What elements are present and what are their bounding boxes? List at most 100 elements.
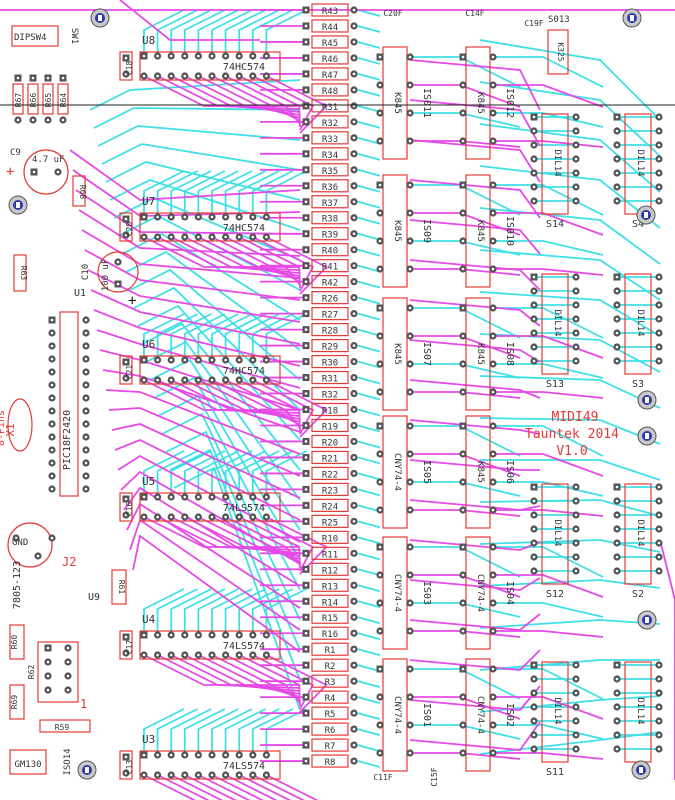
pad-drill — [169, 753, 173, 757]
bottom-trace — [493, 425, 604, 457]
pad-drill — [461, 508, 465, 512]
silk-outline — [139, 212, 281, 242]
top-trace — [493, 574, 604, 598]
top-trace — [409, 577, 541, 591]
resistor-label: R10 — [322, 534, 338, 544]
pad-drill — [224, 753, 227, 757]
pad-drill — [461, 267, 465, 271]
pad-drill — [408, 667, 412, 671]
bottom-trace — [357, 57, 381, 65]
bottom-trace — [93, 107, 301, 129]
silk-outline — [311, 562, 349, 576]
bottom-trace — [211, 708, 253, 755]
pad-drill — [574, 527, 578, 531]
pad-drill — [408, 480, 412, 484]
pad-drill — [197, 358, 200, 362]
top-trace — [132, 534, 301, 653]
pad-drill — [156, 773, 159, 777]
pad-drill — [84, 435, 88, 439]
pad-drill — [352, 120, 356, 124]
pad-drill — [116, 260, 120, 264]
pad-drill — [615, 143, 619, 147]
pad-drill — [461, 545, 465, 549]
silk-outline — [311, 179, 349, 193]
pad-drill — [352, 72, 356, 76]
silk-outline — [311, 498, 349, 512]
bottom-trace — [357, 712, 381, 720]
pad-drill — [84, 461, 88, 465]
pad-drill — [532, 747, 536, 751]
pad-drill — [615, 185, 619, 189]
silk-outline — [311, 594, 349, 608]
bottom-trace — [125, 250, 301, 351]
bottom-trace — [357, 280, 381, 289]
silk-outline — [37, 641, 79, 703]
crystal-label: 8-Pins — [0, 410, 7, 446]
pad-drill — [50, 331, 54, 335]
chip-part: 74LS574 — [223, 503, 265, 514]
bottom-trace — [357, 552, 381, 561]
pad-drill — [352, 328, 356, 331]
top-trace — [117, 454, 301, 543]
resistor-label: R31 — [322, 375, 338, 385]
pad-drill — [657, 185, 661, 189]
pad-drill — [197, 653, 200, 657]
resistor-label: R67 — [14, 93, 23, 108]
pad-drill — [197, 378, 200, 382]
resistor-label: R48 — [322, 87, 338, 97]
resistor-label: R30 — [322, 359, 338, 369]
top-chip-ref: S013 — [548, 15, 570, 25]
top-trace — [170, 75, 301, 113]
pad-drill — [352, 392, 356, 395]
pad-drill — [156, 54, 159, 58]
pad-drill — [461, 111, 465, 115]
pad-drill — [304, 536, 308, 539]
top-trace — [225, 75, 301, 125]
pad-drill — [352, 408, 356, 411]
silk-outline — [119, 51, 133, 81]
cap-label: C10 — [81, 264, 91, 280]
pad-drill — [251, 74, 255, 78]
bottom-trace — [357, 616, 381, 625]
pad-drill — [304, 663, 308, 667]
top-trace — [238, 236, 301, 289]
resistor-label: R69 — [10, 695, 19, 710]
pad-drill — [461, 183, 465, 187]
pad-drill — [124, 233, 128, 237]
silk-outline — [311, 354, 349, 369]
pad-drill — [378, 83, 382, 87]
pad-drill — [574, 171, 578, 175]
bottom-trace — [357, 584, 381, 593]
pad-drill — [265, 235, 268, 239]
pad-drill — [265, 633, 268, 637]
bottom-trace — [479, 123, 661, 193]
pad-drill — [251, 378, 255, 382]
bottom-trace — [493, 184, 604, 216]
pad-drill — [491, 139, 495, 143]
pad-drill — [124, 72, 128, 76]
pad-drill — [461, 139, 465, 143]
pad-drill — [169, 633, 173, 637]
pad-drill — [156, 215, 159, 219]
silk-outline — [9, 749, 47, 775]
resistor-label: R24 — [322, 502, 338, 512]
pad-drill — [14, 536, 18, 540]
pad-drill — [408, 306, 412, 310]
silk-outline — [541, 113, 569, 215]
resistor-label: R64 — [59, 93, 68, 108]
top-trace — [170, 379, 301, 417]
bottom-trace — [143, 450, 185, 497]
pad-drill — [237, 215, 241, 219]
pad-drill — [574, 129, 578, 133]
pad-drill — [66, 646, 70, 650]
pad-drill — [32, 170, 36, 174]
pad-drill — [50, 344, 54, 348]
silk-outline — [311, 163, 349, 177]
pad-drill — [657, 157, 661, 161]
pad-drill — [352, 552, 356, 555]
board-version: V1.0 — [556, 444, 587, 459]
pad-drill — [574, 747, 578, 751]
pad-drill — [251, 653, 255, 657]
pad-drill — [224, 495, 227, 499]
silk-outline — [311, 338, 349, 353]
